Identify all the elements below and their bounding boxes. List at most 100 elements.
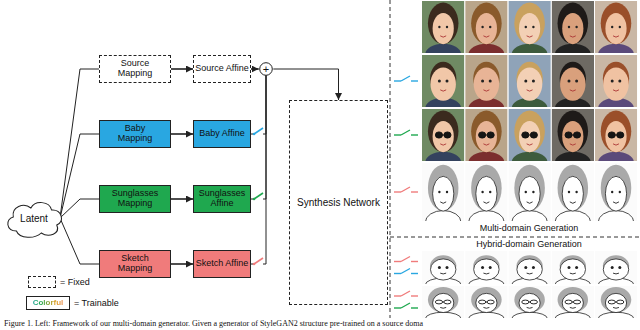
section-label: Multi-domain Generation <box>420 223 638 233</box>
figure-caption: Figure 1. Left: Framework of our multi-d… <box>4 319 423 328</box>
arrow-connector <box>171 198 193 200</box>
trainable-module-box: Baby Mapping <box>99 120 171 148</box>
face <box>560 67 585 100</box>
eye <box>489 26 491 28</box>
face-image <box>508 251 550 284</box>
switch-icon <box>394 130 418 135</box>
node-label: Baby Mapping <box>107 124 163 144</box>
face-image <box>552 55 594 107</box>
face <box>560 259 585 280</box>
face-image <box>422 251 464 284</box>
face-image <box>465 1 507 53</box>
hair <box>514 165 545 211</box>
sample-images <box>422 1 637 325</box>
face <box>433 13 454 44</box>
image-ground <box>552 251 594 284</box>
face <box>433 121 454 152</box>
switch-pivot <box>253 263 256 266</box>
sunglasses-lens <box>573 300 580 304</box>
line-connector <box>60 69 99 218</box>
shoulders <box>512 312 548 318</box>
line-connector <box>60 134 99 218</box>
eye <box>438 266 441 269</box>
mouth <box>613 202 619 203</box>
face <box>474 259 499 280</box>
face <box>519 293 540 312</box>
node-text: Source Mapping <box>107 59 163 79</box>
node-label: Sunglasses Affine <box>195 189 249 209</box>
switch-wire <box>394 134 401 135</box>
node-text: Sketch Affine <box>195 259 249 269</box>
face-image <box>508 55 550 107</box>
face-image <box>508 286 550 318</box>
switch-symbol <box>253 193 263 201</box>
face-image <box>595 251 637 284</box>
switch-wire <box>394 295 401 296</box>
mouth <box>483 273 489 275</box>
legend-sample-text: Colorful <box>26 296 70 310</box>
mouth <box>440 90 446 91</box>
switch-icon <box>394 291 418 296</box>
shoulders <box>598 152 634 161</box>
mouth <box>440 202 446 203</box>
shoulders <box>469 211 505 221</box>
switch-lever <box>401 76 410 81</box>
line-connector <box>251 75 266 199</box>
eye <box>532 266 535 269</box>
node-label: Sketch Affine <box>195 259 249 269</box>
face-image <box>552 1 594 53</box>
domain-switches <box>394 76 418 308</box>
image-ground <box>595 55 637 107</box>
hair <box>428 3 459 45</box>
sunglasses-lens <box>522 132 529 138</box>
image-ground <box>465 55 507 107</box>
mouth <box>483 144 489 145</box>
face-image <box>595 1 637 53</box>
node-text: Sketch Mapping <box>107 254 163 274</box>
shoulders <box>512 152 548 161</box>
sunglasses-lens <box>435 300 442 304</box>
hair <box>471 287 502 313</box>
switch-icon <box>394 187 418 192</box>
trainable-module-box: Sketch Affine <box>193 250 251 278</box>
trainable-module-box: Sunglasses Mapping <box>99 185 171 213</box>
node-label: Synthesis Network <box>293 197 384 208</box>
eye <box>481 191 483 193</box>
switch-wire <box>394 191 401 192</box>
eye <box>481 266 484 269</box>
switch-wire <box>411 273 418 274</box>
mouth <box>613 273 619 275</box>
switch-icon <box>394 303 418 308</box>
line-connector <box>60 218 99 264</box>
shoulders <box>555 44 591 53</box>
hair <box>514 287 545 313</box>
sunglasses-bridge <box>615 302 617 303</box>
image-ground <box>465 251 507 284</box>
eye <box>611 26 613 28</box>
eye <box>489 80 492 83</box>
face <box>433 176 454 211</box>
face <box>519 176 540 211</box>
latent-cloud: Latent <box>4 198 64 238</box>
eye <box>575 266 578 269</box>
face-image <box>595 286 637 318</box>
face <box>605 121 626 152</box>
node-label: + <box>258 64 274 75</box>
eye <box>575 191 577 193</box>
mouth <box>613 90 619 91</box>
face <box>605 293 626 312</box>
sunglasses-lens <box>608 132 615 138</box>
eye <box>524 266 527 269</box>
switch-lever <box>401 291 410 296</box>
arrow-connector <box>171 133 193 135</box>
face-image <box>465 163 507 221</box>
switch-wire <box>411 191 418 192</box>
face-image <box>422 55 464 107</box>
mouth <box>570 202 576 203</box>
switch-lever <box>401 303 410 308</box>
shoulders <box>469 312 505 318</box>
sunglasses-bridge <box>442 302 444 303</box>
image-ground <box>422 251 464 284</box>
face <box>603 67 628 100</box>
fixed-module-box: Synthesis Network <box>289 100 388 305</box>
